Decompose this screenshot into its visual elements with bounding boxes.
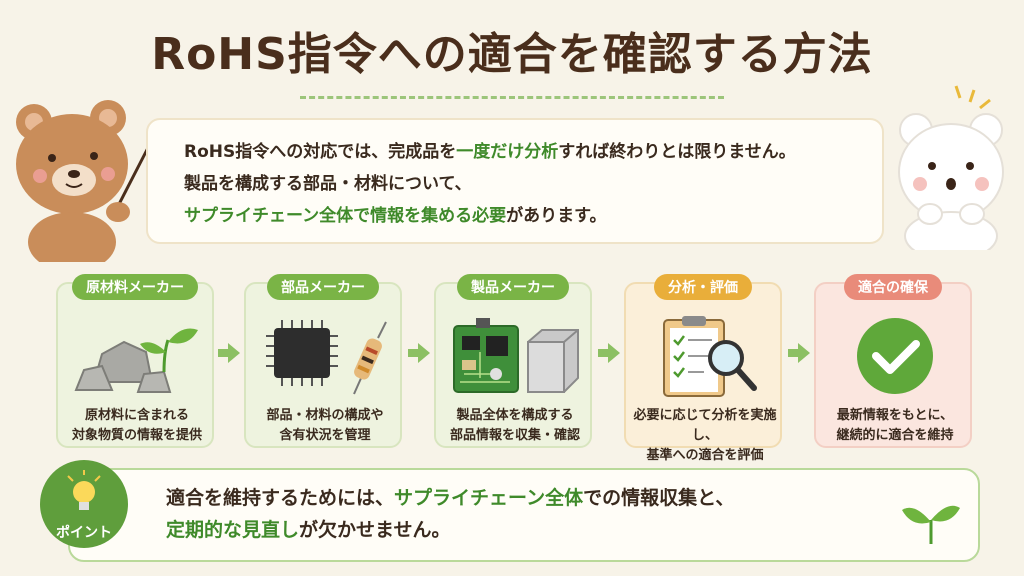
point-text: 適合を維持するためには、サプライチェーン全体での情報収集と、 定期的な見直しが欠… (166, 482, 886, 546)
step-description: 部品・材料の構成や 含有状況を管理 (250, 406, 400, 446)
intro-line-3: サプライチェーン全体で情報を集める必要があります。 (184, 200, 846, 232)
step-tag: 原材料メーカー (72, 274, 198, 300)
intro-line-1-start: RoHS指令への対応では、完成品を (184, 142, 457, 162)
point-label: ポイント (56, 525, 112, 541)
intro-line-3-end: があります。 (506, 206, 607, 226)
step-raw-material-maker: 原材料メーカー 原材料に含まれる 対象物質の情報を提供 (56, 274, 214, 448)
step-line-2: 基準への適合を評価 (646, 448, 764, 463)
circuit-board-box-icon (453, 318, 579, 393)
point-line-1-highlight: サプライチェーン全体 (394, 487, 584, 509)
page-title: RoHS指令への適合を確認する方法 (151, 29, 873, 80)
step-description: 最新情報をもとに、 継続的に適合を維持 (820, 406, 970, 446)
step-description: 必要に応じて分析を実施し、 基準への適合を評価 (630, 406, 780, 466)
checklist-magnifier-icon (663, 316, 757, 397)
lightbulb-icon (67, 470, 101, 510)
supply-chain-flow: 原材料メーカー 原材料に含まれる 対象物質の情報を提供 部品メーカー (0, 272, 1024, 463)
step-tag: 部品メーカー (267, 274, 379, 300)
point-line-2-end: が欠かせません。 (299, 519, 451, 541)
step-line-1: 原材料に含まれる (84, 408, 189, 423)
step-line-1: 必要に応じて分析を実施し、 (633, 408, 777, 443)
step-description: 原材料に含まれる 対象物質の情報を提供 (62, 406, 212, 446)
step-line-1: 最新情報をもとに、 (836, 408, 954, 423)
step-line-2: 部品情報を収集・確認 (449, 428, 580, 443)
point-line-2-highlight: 定期的な見直し (166, 519, 300, 541)
intro-box: RoHS指令への対応では、完成品を一度だけ分析すれば終わりとは限りません。 製品… (146, 118, 884, 244)
step-description: 製品全体を構成する 部品情報を収集・確認 (440, 406, 590, 446)
point-line-1-end: での情報収集と、 (583, 487, 735, 509)
arrow-right-icon (218, 343, 240, 363)
point-line-1-start: 適合を維持するためには、 (166, 487, 395, 509)
step-line-1: 部品・材料の構成や (266, 408, 384, 423)
arrow-right-icon (408, 343, 430, 363)
title-divider (300, 96, 724, 99)
point-line-2: 定期的な見直しが欠かせません。 (166, 514, 886, 546)
step-tag: 適合の確保 (844, 274, 942, 300)
intro-line-2: 製品を構成する部品・材料について、 (184, 174, 472, 194)
sprout-icon (902, 505, 960, 544)
rocks-sprout-icon (74, 328, 198, 393)
arrow-right-icon (788, 343, 810, 363)
step-tag: 製品メーカー (457, 274, 569, 300)
arrow-right-icon (598, 343, 620, 363)
step-analysis-evaluation: 分析・評価 必要に応じて分析を実施し、 基準への適合を評価 (624, 274, 782, 463)
intro-line-3-highlight: サプライチェーン全体で情報を集める必要 (184, 206, 507, 226)
step-product-maker: 製品メーカー 製品全体を構成する 部品情報を収集・確認 (434, 274, 592, 448)
step-line-2: 含有状況を管理 (279, 428, 371, 443)
step-line-2: 対象物質の情報を提供 (71, 428, 202, 443)
brown-bear-illustration (16, 100, 154, 262)
step-tag: 分析・評価 (654, 274, 752, 300)
step-line-1: 製品全体を構成する (456, 408, 574, 423)
intro-line-1-end: すれば終わりとは限りません。 (558, 142, 796, 162)
point-line-1: 適合を維持するためには、サプライチェーン全体での情報収集と、 (166, 482, 886, 514)
white-bear-illustration (898, 85, 1004, 250)
point-box (68, 468, 980, 562)
step-ensure-compliance: 適合の確保 最新情報をもとに、 継続的に適合を維持 (814, 274, 972, 448)
intro-line-1: RoHS指令への対応では、完成品を一度だけ分析すれば終わりとは限りません。 (184, 136, 846, 168)
step-line-2: 継続的に適合を維持 (836, 428, 954, 443)
step-parts-maker: 部品メーカー 部品・材料の構成や 含有状況を管理 (244, 274, 402, 448)
intro-line-1-highlight: 一度だけ分析 (456, 142, 559, 162)
chip-resistor-icon (266, 320, 387, 395)
checkmark-circle-icon (857, 318, 933, 394)
